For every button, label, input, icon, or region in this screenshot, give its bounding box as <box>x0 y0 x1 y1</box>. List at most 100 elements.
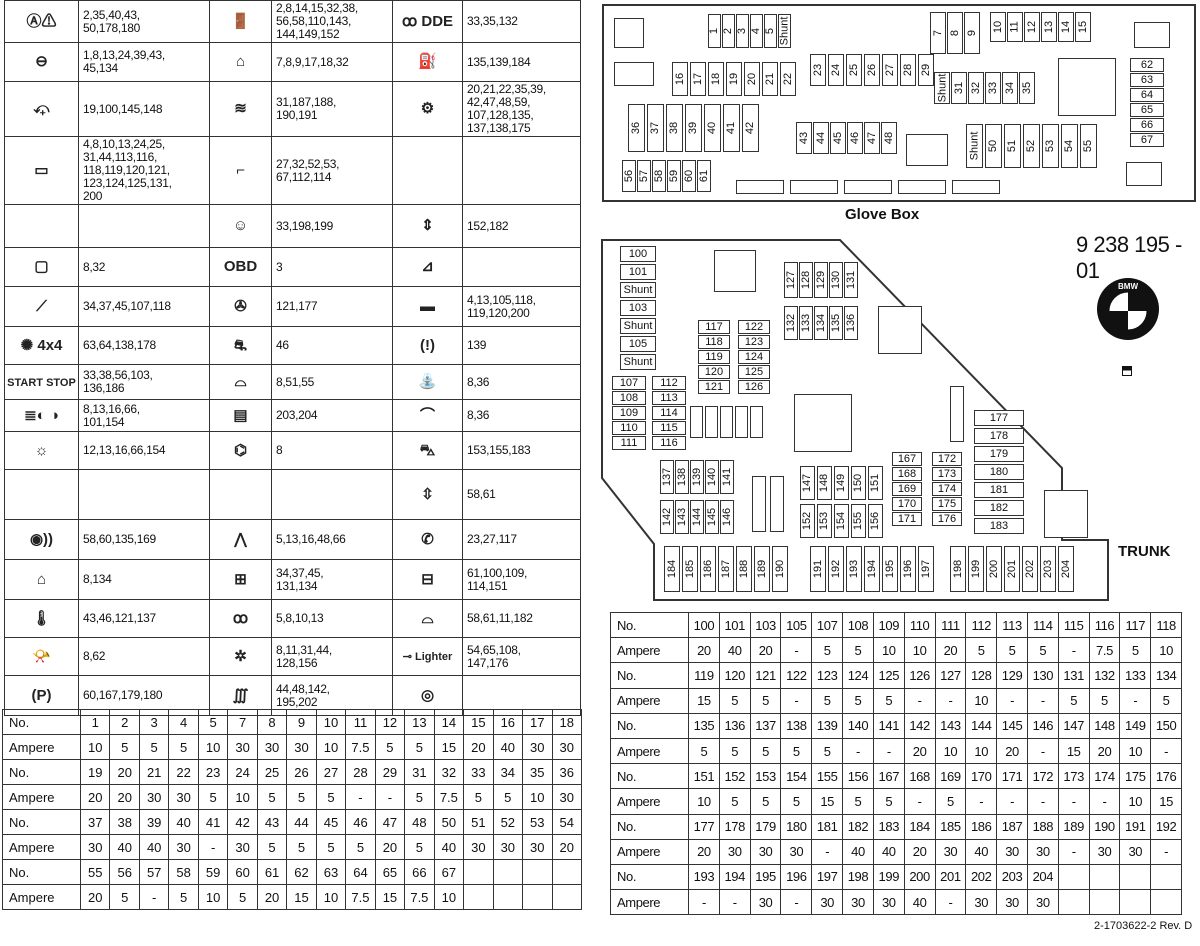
fuse-label: 127 <box>785 270 798 290</box>
ampere-cell: 10 <box>965 737 998 765</box>
fuse-list: 12,13,16,66,154 <box>78 431 210 470</box>
fuse-slot: 168 <box>892 467 922 481</box>
fuse-slot: 5 <box>764 14 777 48</box>
ampere-cell: 15 <box>1057 737 1090 765</box>
fuse-label: 180 <box>989 466 1009 478</box>
fuse-slot: 23 <box>810 54 826 86</box>
ampere-cell: 5 <box>811 637 844 664</box>
ampere-cell: 30 <box>522 734 553 760</box>
fuse-label: 128 <box>800 270 813 290</box>
fuse-number-cell: 171 <box>996 763 1028 790</box>
fuse-number-cell: 176 <box>1150 763 1182 790</box>
fuse-label: 199 <box>970 559 983 579</box>
fuse-number-cell: 119 <box>688 662 720 689</box>
fuse-slot: 152 <box>800 504 815 538</box>
fuse-slot: 189 <box>754 546 770 592</box>
tire-pressure-icon: (!) <box>420 336 435 354</box>
fuse-slot: 46 <box>847 122 863 154</box>
fuse-slot: 135 <box>829 306 843 340</box>
ampere-cell: 40 <box>718 637 751 664</box>
fuse-label: 168 <box>897 468 917 480</box>
fuse-number-cell <box>1057 863 1090 891</box>
fuse-number-cell: 130 <box>1026 662 1059 689</box>
fuse-number-cell: 20 <box>109 759 140 785</box>
row-header-ampere: Ampere <box>610 737 689 765</box>
rear-wiper-icon: ⌓ <box>234 373 247 390</box>
fuse-list: 121,177 <box>271 286 393 327</box>
tailgate-icon: ⇳ <box>421 485 434 503</box>
ampere-cell: 30 <box>811 889 844 916</box>
fuse-list <box>462 136 581 205</box>
fuse-number-cell: 58 <box>168 859 199 885</box>
ampere-cell: 30 <box>138 784 170 810</box>
lighter-icon: ⊸ Lighter <box>402 651 453 663</box>
fuse-slot: 14 <box>1058 12 1074 42</box>
ampere-cell <box>1057 889 1090 916</box>
fuse-slot: 132 <box>784 306 798 340</box>
ampere-cell: - <box>1026 737 1059 765</box>
fuse-number-cell: 47 <box>374 809 406 835</box>
ampere-cell: 10 <box>934 737 967 765</box>
fuse-slot: 172 <box>932 452 962 466</box>
fuse-list: 33,35,132 <box>462 0 581 43</box>
row-header-no: No. <box>610 611 689 639</box>
ampere-cell: 15 <box>688 687 720 714</box>
mirror-icon <box>1126 162 1162 186</box>
fuse-slot: 127 <box>784 262 798 298</box>
fuse-label: 149 <box>835 473 848 493</box>
fuse-number-cell: 199 <box>872 863 905 891</box>
fuse-slot: 147 <box>800 466 815 500</box>
fuse-slot: 192 <box>828 546 844 592</box>
fuse-label: 119 <box>705 351 723 363</box>
fuse-number-cell: 39 <box>138 809 170 835</box>
ampere-cell: 5 <box>749 788 782 815</box>
fuse-number-cell: 142 <box>903 712 936 739</box>
ampere-cell: - <box>780 687 813 714</box>
ampere-cell: 30 <box>872 889 905 916</box>
fuse-number-cell: 48 <box>404 809 435 835</box>
fuse-label: 189 <box>756 559 769 579</box>
parking-brake-icon: (P) <box>31 686 52 704</box>
fuse-slot: 185 <box>682 546 698 592</box>
fuse-slot: 190 <box>772 546 788 592</box>
fuse-label: 175 <box>937 498 957 510</box>
fuse-number-cell <box>1150 863 1182 891</box>
ampere-cell: 30 <box>780 838 813 865</box>
ampere-cell: 10 <box>522 784 553 810</box>
ampere-cell: 30 <box>934 838 967 865</box>
fuse-number-cell: 189 <box>1057 813 1090 840</box>
fuse-slot: 59 <box>667 160 681 192</box>
fuse-label: 130 <box>830 270 843 290</box>
headlight-icon: ≣◐ ◑ <box>24 406 59 424</box>
fuse-number-cell: 107 <box>811 611 844 639</box>
fuse-slot: 18 <box>708 62 724 96</box>
fuse-label: 179 <box>989 448 1009 460</box>
ampere-cell: 5 <box>345 834 376 860</box>
fuse-slot: 123 <box>738 335 770 349</box>
fuse-label: 203 <box>1042 559 1055 579</box>
row-header-no: No. <box>610 712 689 739</box>
ampere-cell: 40 <box>903 889 936 916</box>
fuse-label: 129 <box>815 270 828 290</box>
fuse-label: 198 <box>952 559 965 579</box>
ampere-cell: - <box>996 687 1028 714</box>
fuse-number-cell: 112 <box>965 611 998 639</box>
fuse-label: 200 <box>988 559 1001 579</box>
fuse-slot: 33 <box>985 72 1001 104</box>
fuse-slot: 175 <box>932 497 962 511</box>
ampere-cell: - <box>1119 687 1152 714</box>
fuse-slot: 3 <box>736 14 749 48</box>
fuse-slot: 112 <box>652 376 686 390</box>
steering-wheel-icon: ⊖ <box>35 53 48 70</box>
part-number: 9 238 195 - 01 <box>1076 232 1182 283</box>
ampere-cell: 30 <box>996 889 1028 916</box>
fuse-number-cell: 132 <box>1088 662 1121 689</box>
fuse-number-cell: 101 <box>718 611 751 639</box>
thermometer-icon: 🌡 <box>31 609 52 627</box>
fuse-slot: 142 <box>660 500 674 534</box>
ampere-cell: 30 <box>1088 838 1121 865</box>
ampere-cell <box>551 884 582 910</box>
